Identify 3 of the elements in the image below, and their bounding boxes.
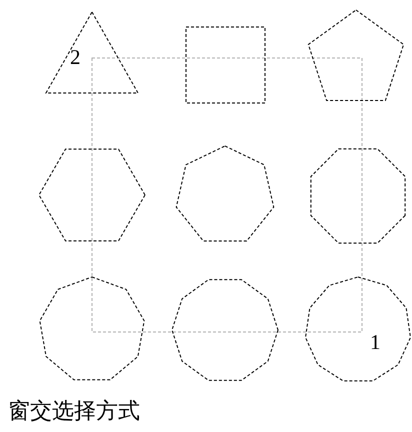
caption: 窗交选择方式 — [8, 398, 140, 424]
pick-point-number: 2 — [70, 46, 80, 68]
pick-point-number: 1 — [370, 331, 380, 353]
